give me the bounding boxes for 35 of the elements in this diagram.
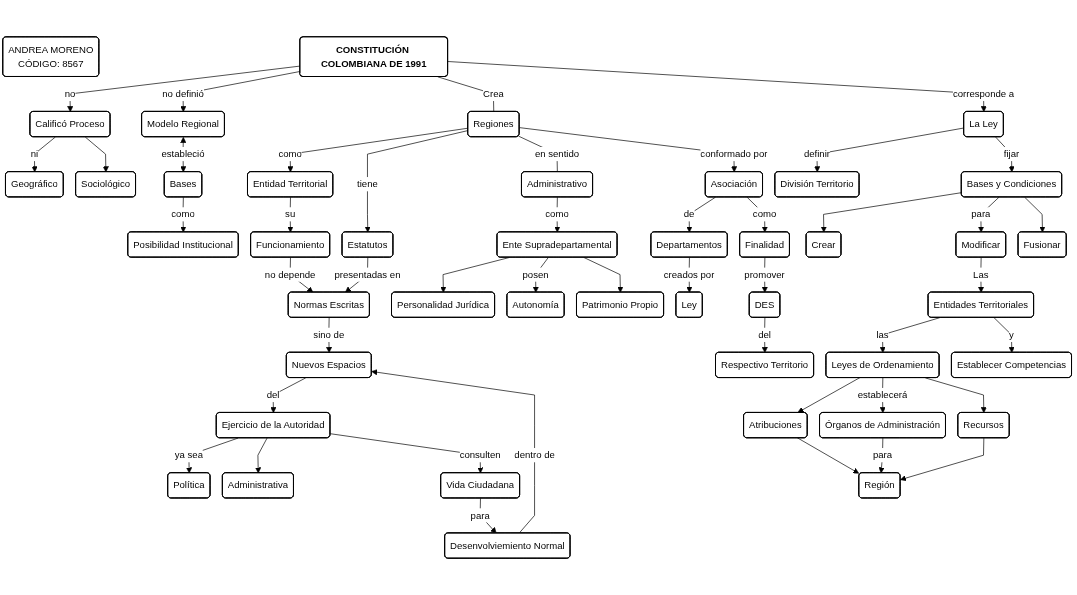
edge-label: Las [973, 268, 989, 280]
edge-label: de [683, 208, 695, 220]
edge-label: para [470, 509, 490, 521]
edge-label: y [1009, 328, 1014, 340]
edge-label: sino de [313, 328, 345, 340]
edge-label: presentadas en [334, 268, 401, 280]
edge-label: como [278, 148, 302, 160]
edge-label: estableció [161, 148, 205, 160]
edge-label: las [876, 328, 889, 340]
edge-label: promover [744, 268, 785, 280]
edge-label: no depende [264, 268, 316, 280]
edge-label: como [545, 208, 569, 220]
edge-label: del [266, 389, 280, 401]
edge-label: no [64, 88, 76, 100]
edge-label: como [752, 208, 777, 220]
edge-label: Crea [483, 88, 504, 100]
edge-label: posen [522, 268, 549, 280]
edge-label: como [171, 208, 195, 220]
edge-label: en sentido [534, 148, 580, 160]
edge-label: conformado por [700, 148, 768, 160]
edge-label: fijar [1003, 148, 1020, 160]
edge-label: su [285, 208, 296, 220]
edge-label: consulten [459, 449, 501, 461]
edge-label: ni [30, 148, 39, 160]
edge-label: para [971, 208, 991, 220]
edge-label: del [758, 328, 771, 340]
edge-label: definir [803, 148, 830, 160]
edge-label: corresponde a [952, 88, 1015, 100]
edge-label: ya sea [174, 449, 203, 461]
edge-label: no definió [162, 88, 204, 100]
edge-label: dentro de [514, 449, 555, 461]
edge-label: establecerá [857, 389, 908, 401]
edge-label: tiene [357, 178, 378, 190]
edge-label: para [872, 449, 893, 461]
edge-label: creados por [663, 268, 715, 280]
